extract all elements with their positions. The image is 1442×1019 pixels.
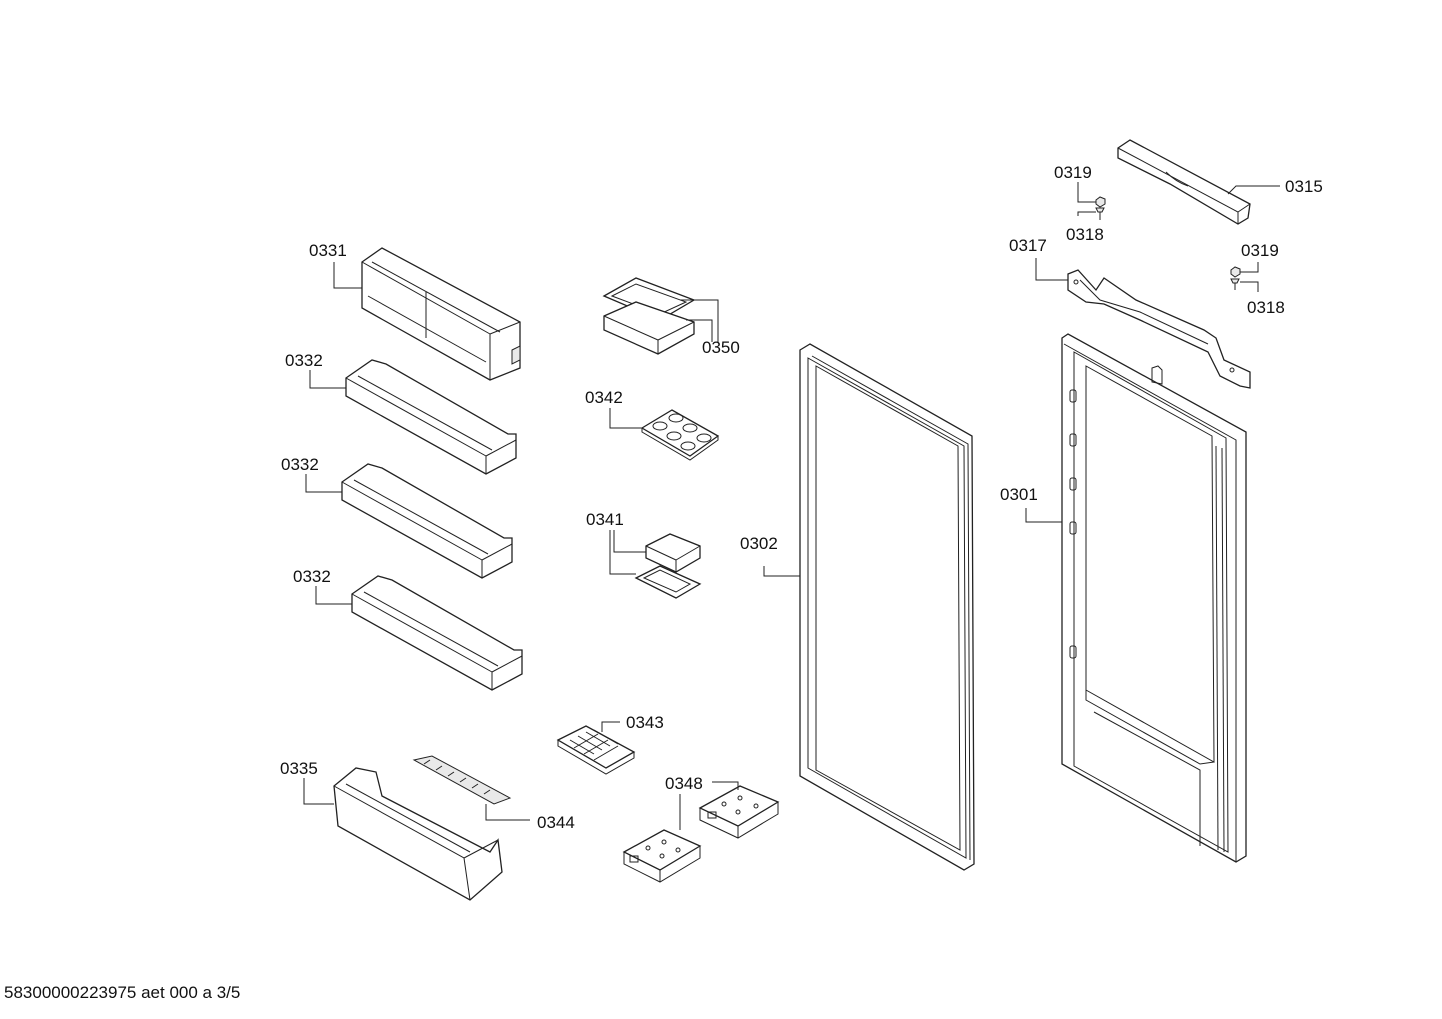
part-0332-door-shelf-2 [341,463,513,579]
label-0315: 0315 [1285,177,1323,196]
part-0319-nut-2 [1230,266,1241,278]
label-0318-2: 0318 [1247,298,1285,317]
label-0301: 0301 [1000,485,1038,504]
label-0343: 0343 [626,713,664,732]
part-0350-tray-set [602,277,696,355]
label-0332-1: 0332 [285,351,323,370]
label-0335: 0335 [280,759,318,778]
part-0332-door-shelf-3 [351,575,523,691]
part-0348-cold-pack-right [698,785,780,839]
part-0318-screw-2 [1230,278,1240,290]
part-0315-hinge-cover [1117,139,1251,225]
label-0348: 0348 [665,774,703,793]
label-0332-2: 0332 [281,455,319,474]
label-0350: 0350 [702,338,740,357]
part-0318-screw-1 [1095,207,1105,220]
label-0302: 0302 [740,534,778,553]
label-0319-1: 0319 [1054,163,1092,182]
part-0301-inner-door [1061,333,1247,863]
part-0341-butter-box [634,533,702,599]
label-0342: 0342 [585,388,623,407]
part-0335-bottle-shelf [333,767,503,901]
part-0331-covered-shelf [361,247,521,381]
part-0332-door-shelf-1 [345,359,517,475]
part-0343-ice-cube-tray [556,725,636,775]
label-0341: 0341 [586,510,624,529]
label-0344: 0344 [537,813,575,832]
document-footer-code: 58300000223975 aet 000 a 3/5 [4,983,240,1002]
label-0319-2: 0319 [1241,241,1279,260]
label-0331: 0331 [309,241,347,260]
part-0317-hinge-bracket [1067,269,1251,389]
label-0332-3: 0332 [293,567,331,586]
part-0342-egg-tray [640,409,720,461]
part-0344-divider [412,755,512,805]
part-0348-cold-pack-left [622,829,702,883]
part-0302-door-gasket [799,343,975,871]
label-0318-1: 0318 [1066,225,1104,244]
label-0317: 0317 [1009,236,1047,255]
part-0319-nut-1 [1095,196,1106,208]
